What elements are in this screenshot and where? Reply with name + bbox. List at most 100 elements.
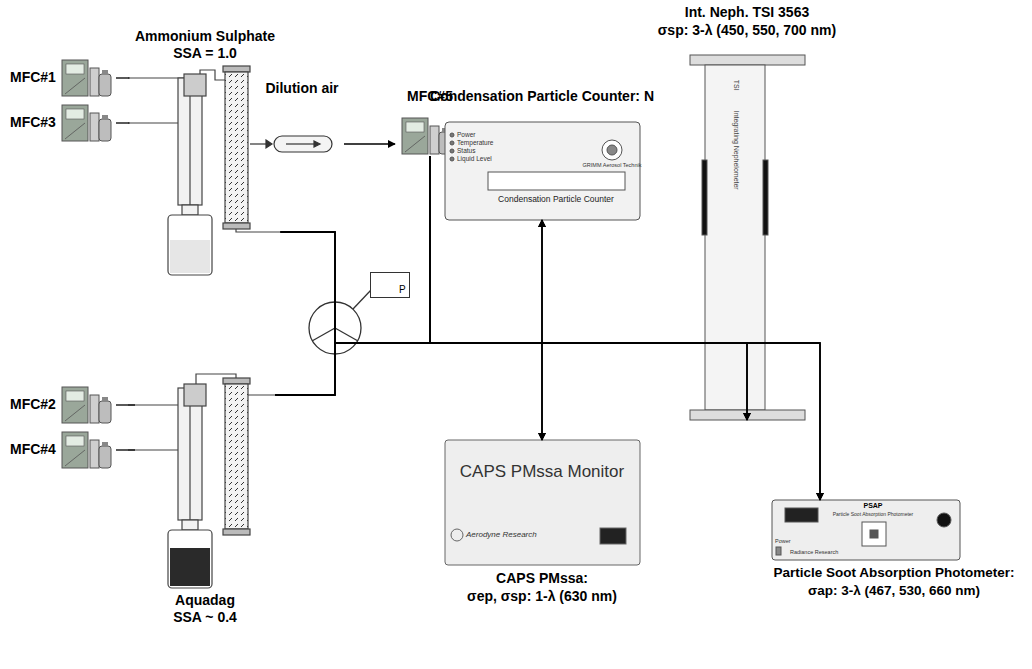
flow-line bbox=[344, 143, 395, 144]
device-text: Particle Soot Absorption Photometer bbox=[833, 511, 914, 517]
psap-device bbox=[870, 530, 878, 538]
device-text: Power bbox=[775, 538, 791, 545]
mixing-chamber bbox=[312, 328, 335, 341]
psap-device bbox=[862, 522, 886, 546]
atomizer-aquadag bbox=[223, 378, 250, 384]
cpc-device bbox=[607, 145, 617, 155]
mass-flow-controller: MFC#2 bbox=[8, 385, 116, 425]
nephelometer-column bbox=[702, 160, 707, 235]
cpc-device bbox=[602, 140, 622, 160]
device-text: GRIMM Aerosol Technik bbox=[583, 162, 642, 169]
atomizer-aquadag bbox=[223, 529, 250, 535]
atomizer-aquadag bbox=[128, 374, 283, 588]
flow-line bbox=[116, 77, 130, 78]
atomizer: Ammonium SulphateSSA = 1.0 bbox=[130, 26, 281, 280]
flow-line bbox=[430, 156, 542, 343]
instrument-label: σap: 3-λ (467, 530, 660 nm) bbox=[808, 583, 980, 599]
atomizer-ammonium bbox=[128, 77, 184, 78]
mfc-icon bbox=[62, 432, 111, 468]
atomizer-aquadag bbox=[170, 548, 210, 586]
device-text: Temperature bbox=[457, 139, 494, 147]
instrument-label: SSA = 1.0 bbox=[173, 45, 237, 62]
cpc-device bbox=[450, 157, 454, 161]
mfc-icon bbox=[62, 105, 111, 141]
caps-device bbox=[445, 440, 640, 565]
flow-line bbox=[281, 232, 748, 420]
mass-flow-controller: MFC#3 bbox=[8, 103, 116, 143]
device-text: Power bbox=[457, 131, 475, 139]
psap-device bbox=[772, 500, 960, 560]
atomizer-ammonium bbox=[170, 240, 210, 273]
flow-line bbox=[275, 220, 542, 395]
flow-line bbox=[281, 232, 543, 440]
cpc-device bbox=[445, 122, 640, 220]
instrument-label: CAPS PMssa: bbox=[496, 570, 588, 587]
instrument-label: MFC#4 bbox=[10, 441, 56, 458]
dilution-filter bbox=[250, 143, 266, 144]
atomizer-aquadag bbox=[128, 404, 184, 405]
dilution-filter bbox=[314, 141, 320, 147]
flow-line bbox=[281, 220, 543, 343]
instrument-label: σep, σsp: 1-λ (630 nm) bbox=[467, 588, 617, 605]
cpc-device bbox=[450, 141, 454, 145]
atomizer-aquadag bbox=[168, 530, 212, 588]
atomizer-ammonium bbox=[184, 74, 206, 96]
nephelometer-column bbox=[705, 65, 765, 410]
instrument-label: Condensation Particle Counter: N bbox=[430, 88, 654, 105]
instrument-label: Aquadag bbox=[175, 592, 235, 609]
cpc-device bbox=[450, 133, 454, 137]
atomizer-aquadag bbox=[225, 384, 248, 529]
dilution-filter bbox=[266, 140, 272, 148]
mfc-icon bbox=[402, 118, 451, 154]
flow-line bbox=[281, 232, 821, 500]
dilution-filter bbox=[250, 136, 332, 152]
flow-line bbox=[430, 156, 747, 420]
caps-device bbox=[600, 528, 626, 544]
pressure-sensor: P bbox=[370, 272, 410, 298]
cpc-device bbox=[450, 149, 454, 153]
cpc-device bbox=[488, 172, 625, 190]
device-text: TSI bbox=[731, 80, 739, 91]
flow-line bbox=[275, 343, 747, 420]
atomizer-ammonium bbox=[223, 66, 250, 72]
mfc-icon bbox=[62, 60, 451, 468]
atomizer-ammonium bbox=[182, 205, 198, 215]
caps-device bbox=[445, 440, 640, 565]
instrument-label: σsp: 3-λ (450, 550, 700 nm) bbox=[658, 22, 836, 39]
nephelometer: Int. Neph. TSI 3563σsp: 3-λ (450, 550, 7… bbox=[640, 4, 855, 420]
atomizer-ammonium bbox=[128, 122, 178, 123]
flow-line bbox=[275, 343, 542, 440]
caps-monitor: CAPS PMssa MonitorAerodyne ResearchCAPS … bbox=[440, 440, 645, 610]
dilution-filter: Dilution air bbox=[260, 76, 344, 156]
atomizer: AquadagSSA ~ 0.4 bbox=[135, 360, 275, 628]
instrument-label: Int. Neph. TSI 3563 bbox=[685, 4, 809, 21]
device-text: Integrating Nephelometer bbox=[731, 110, 739, 189]
device-text: Radiance Research bbox=[790, 549, 838, 556]
mixing-chamber bbox=[309, 290, 371, 354]
instrument-label: Particle Soot Absorption Photometer: bbox=[773, 565, 1014, 581]
device-text: Liquid Level bbox=[457, 155, 492, 163]
mixing-chamber bbox=[353, 290, 371, 309]
dilution-filter bbox=[286, 143, 316, 144]
mfc-icon bbox=[62, 387, 111, 423]
mass-flow-controller: MFC#4 bbox=[8, 430, 116, 470]
atomizer-aquadag bbox=[184, 384, 206, 406]
flow-line bbox=[116, 404, 135, 405]
flow-line bbox=[275, 343, 820, 500]
device-text: PSAP bbox=[863, 502, 882, 510]
device-text: P bbox=[399, 284, 406, 296]
device-text: Status bbox=[457, 147, 475, 155]
absorption-photometer: PowerPSAPParticle Soot Absorption Photom… bbox=[759, 500, 1027, 604]
nephelometer-column bbox=[763, 160, 768, 235]
mixing-chamber bbox=[335, 328, 358, 341]
flow-line bbox=[116, 449, 135, 450]
device-text: CAPS PMssa Monitor bbox=[460, 462, 624, 482]
atomizer-aquadag bbox=[182, 520, 198, 530]
instrument-label: Dilution air bbox=[265, 80, 338, 97]
device-text: Aerodyne Research bbox=[466, 530, 537, 540]
atomizer-ammonium bbox=[236, 229, 283, 232]
mass-flow-controller: MFC#1 bbox=[8, 58, 116, 98]
device-text: Condensation Particle Counter bbox=[498, 194, 614, 204]
dilution-filter bbox=[274, 136, 332, 152]
